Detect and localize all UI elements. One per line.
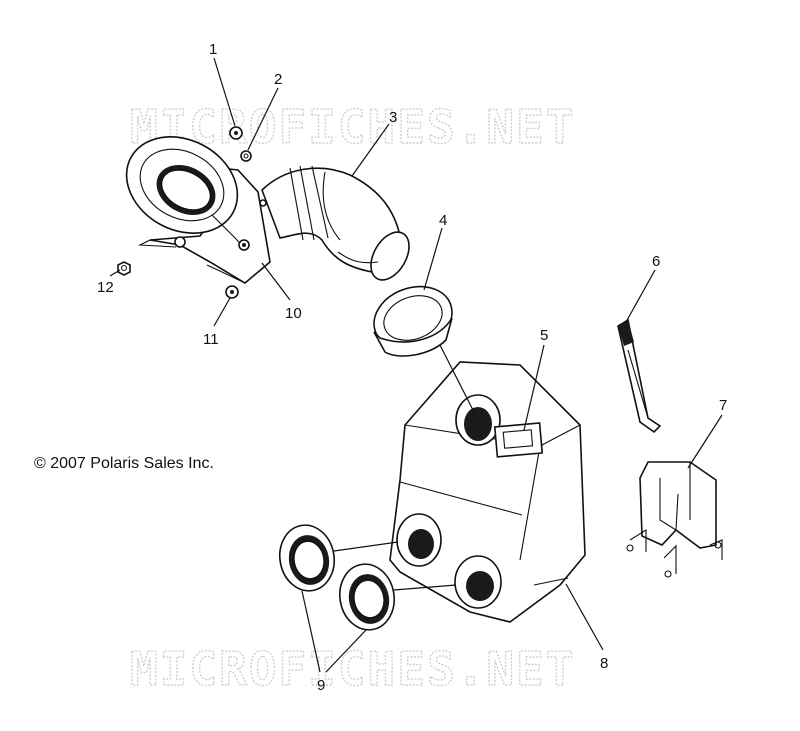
callout-5: 5 bbox=[540, 327, 548, 344]
part-9-grommet-upper bbox=[278, 524, 336, 592]
part-6-strap bbox=[617, 318, 662, 434]
callout-4: 4 bbox=[439, 212, 447, 229]
callout-1: 1 bbox=[209, 41, 217, 58]
callout-8: 8 bbox=[600, 655, 608, 672]
watermark-bottom: MICROFICHES.NET bbox=[130, 642, 575, 696]
part-8-airbox bbox=[389, 361, 586, 623]
copyright-text: © 2007 Polaris Sales Inc. bbox=[34, 455, 214, 472]
part-9-grommet-lower bbox=[338, 563, 396, 631]
part-12-nut bbox=[117, 261, 131, 276]
callout-7: 7 bbox=[719, 397, 727, 414]
callout-2: 2 bbox=[274, 71, 282, 88]
callout-10: 10 bbox=[285, 305, 302, 322]
callout-11: 11 bbox=[203, 331, 219, 348]
leader-lines bbox=[109, 57, 723, 673]
part-3-intake-hose bbox=[261, 165, 410, 281]
part-11-screw bbox=[225, 285, 239, 299]
callout-6: 6 bbox=[652, 253, 660, 270]
callout-12: 12 bbox=[97, 279, 114, 296]
part-7-bracket bbox=[626, 461, 723, 578]
callout-3: 3 bbox=[389, 109, 397, 126]
part-4-coupler-ring bbox=[373, 285, 453, 357]
part-1-screw bbox=[229, 126, 243, 140]
callout-9: 9 bbox=[317, 677, 325, 694]
part-2-washer bbox=[240, 150, 252, 162]
part-10-intake-flange bbox=[125, 136, 271, 284]
